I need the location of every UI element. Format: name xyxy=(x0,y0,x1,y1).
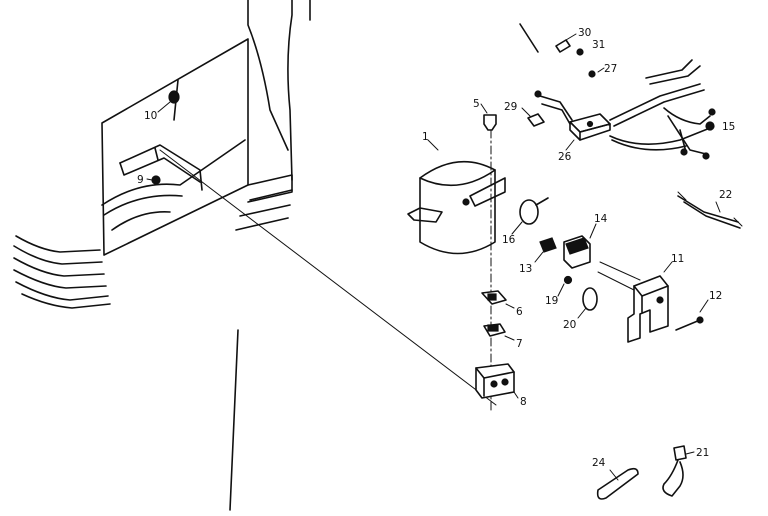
part-8-bracket xyxy=(475,363,519,399)
label-part-27: 27 xyxy=(604,63,617,75)
label-part-26: 26 xyxy=(558,151,572,163)
label-part-9: 9 xyxy=(137,174,144,186)
part-19-screw xyxy=(557,275,573,297)
label-part-31: 31 xyxy=(592,39,605,51)
wiring-harness xyxy=(534,59,716,160)
label-part-11: 11 xyxy=(671,253,684,265)
part-13-clip xyxy=(534,237,557,263)
part-7-sleeve xyxy=(483,323,515,341)
part-6-grommet xyxy=(481,290,515,309)
part-14-relay xyxy=(563,223,597,269)
part-21-cord xyxy=(662,445,695,497)
part-10-grommet xyxy=(157,90,180,113)
label-part-15: 15 xyxy=(722,121,735,133)
part-9-screw xyxy=(146,175,161,185)
label-part-10: 10 xyxy=(144,110,157,122)
label-part-20: 20 xyxy=(563,319,576,331)
part-1-compressor xyxy=(407,139,506,255)
label-part-16: 16 xyxy=(502,234,516,246)
label-part-1: 1 xyxy=(422,131,429,143)
part-16-capacitor xyxy=(511,197,549,235)
label-part-13: 13 xyxy=(519,263,532,275)
part-15-clip xyxy=(705,121,715,131)
label-part-29: 29 xyxy=(504,101,517,113)
label-part-22: 22 xyxy=(719,189,732,201)
part-22-wire xyxy=(677,191,743,229)
label-part-24: 24 xyxy=(592,457,606,469)
label-part-21: 21 xyxy=(696,447,709,459)
part-20-ring xyxy=(577,287,598,319)
part-5-stud xyxy=(480,103,497,131)
label-part-6: 6 xyxy=(516,306,523,318)
part-24-drier xyxy=(596,467,639,500)
part-27-screw xyxy=(588,67,605,78)
label-part-14: 14 xyxy=(594,213,608,225)
part-30-31-screws xyxy=(519,23,584,56)
part-12-screw xyxy=(675,299,709,331)
refrigerator-cabinet xyxy=(13,0,311,511)
part-26-terminal-block xyxy=(565,113,611,151)
label-part-12: 12 xyxy=(709,290,722,302)
label-part-19: 19 xyxy=(545,295,558,307)
label-part-7: 7 xyxy=(516,338,523,350)
label-part-8: 8 xyxy=(520,396,527,408)
label-part-30: 30 xyxy=(578,27,591,39)
callout-labels: 1 5 6 7 8 9 10 11 12 13 14 15 16 19 20 2… xyxy=(137,27,735,469)
label-part-5: 5 xyxy=(473,98,480,110)
part-11-overload xyxy=(597,261,673,343)
part-29-clip xyxy=(521,107,545,127)
